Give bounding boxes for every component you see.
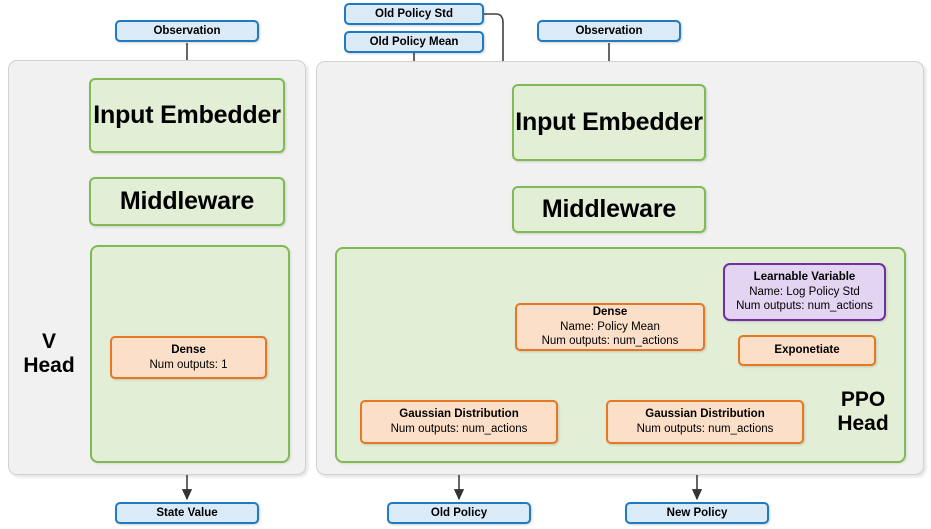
v-head-input-embedder-label: Input Embedder [93,101,281,129]
gaussian-new-title: Gaussian Distribution [645,408,765,421]
v-head-dense-num-outputs: Num outputs: 1 [149,358,228,371]
input-old-policy-std-label: Old Policy Std [375,8,453,20]
ppo-head-input-embedder-label: Input Embedder [515,108,703,136]
v-head-label-line2: Head [23,354,75,378]
ppo-head-gaussian-distribution-old[interactable]: Gaussian Distribution Num outputs: num_a… [360,400,558,444]
ppo-head-label-line2: Head [837,412,889,436]
ppo-head-exponentiate-title: Exponetiate [774,344,840,357]
ppo-head-exponentiate[interactable]: Exponetiate [738,335,876,366]
input-observation-left-label: Observation [153,25,221,37]
ppo-head-middleware[interactable]: Middleware [512,186,706,233]
input-observation-right[interactable]: Observation [537,20,681,42]
ppo-head-learnable-variable-title: Learnable Variable [753,270,856,283]
ppo-head-learnable-variable[interactable]: Learnable Variable Name: Log Policy Std … [723,263,886,321]
ppo-head-gaussian-distribution-new[interactable]: Gaussian Distribution Num outputs: num_a… [606,400,804,444]
ppo-head-dense-num-outputs: Num outputs: num_actions [541,335,679,348]
ppo-head-learnable-variable-num-outputs: Num outputs: num_actions [736,300,873,313]
v-head-dense-title: Dense [171,343,206,356]
ppo-head-section-label: PPO Head [820,388,906,436]
v-head-middleware-label: Middleware [119,187,255,215]
gaussian-old-num-outputs: Num outputs: num_actions [390,423,528,435]
gaussian-old-title: Gaussian Distribution [399,408,519,421]
output-state-value[interactable]: State Value [115,502,259,524]
ppo-head-dense-policy-mean[interactable]: Dense Name: Policy Mean Num outputs: num… [515,303,705,351]
input-old-policy-std[interactable]: Old Policy Std [344,3,484,25]
v-head-dense[interactable]: Dense Num outputs: 1 [110,336,267,379]
output-new-policy[interactable]: New Policy [625,502,769,524]
input-observation-left[interactable]: Observation [115,20,259,42]
ppo-head-learnable-variable-name: Name: Log Policy Std [749,285,860,298]
ppo-head-label-line1: PPO [840,388,886,411]
ppo-head-dense-name: Name: Policy Mean [560,320,660,333]
output-new-policy-label: New Policy [666,507,728,519]
v-head-label-line1: V [41,330,56,353]
input-old-policy-mean[interactable]: Old Policy Mean [344,31,484,53]
v-head-input-embedder[interactable]: Input Embedder [89,78,285,153]
v-head-middleware[interactable]: Middleware [89,177,285,226]
ppo-head-dense-title: Dense [592,305,628,318]
input-old-policy-mean-label: Old Policy Mean [369,36,459,48]
output-state-value-label: State Value [156,507,218,519]
gaussian-new-num-outputs: Num outputs: num_actions [636,423,774,435]
output-old-policy[interactable]: Old Policy [387,502,531,524]
output-old-policy-label: Old Policy [430,507,488,519]
input-observation-right-label: Observation [575,25,643,37]
ppo-head-input-embedder[interactable]: Input Embedder [512,84,706,161]
v-head-section-label: V Head [14,330,84,378]
ppo-head-middleware-label: Middleware [541,195,677,223]
